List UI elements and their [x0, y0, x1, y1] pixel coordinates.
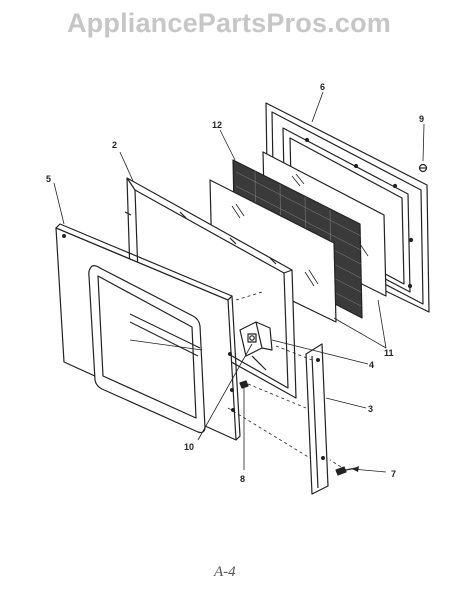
callout-2: 2: [112, 140, 117, 150]
callout-11: 11: [384, 348, 394, 358]
part-10-latch-bracket: [239, 321, 273, 371]
part-5-outer-door: [55, 223, 241, 441]
part-3-side-trim: [305, 343, 329, 495]
alignment-lines: [227, 291, 347, 471]
callout-5: 5: [46, 174, 51, 184]
callout-8: 8: [240, 474, 245, 484]
callout-4: 4: [369, 360, 374, 370]
part-7-screw: [335, 466, 357, 476]
part-9-screw: [418, 163, 428, 173]
callout-7: 7: [391, 469, 396, 479]
callout-9: 9: [419, 114, 424, 124]
callout-10: 10: [184, 442, 194, 452]
callout-12: 12: [212, 120, 222, 130]
leader-lines: [53, 91, 425, 473]
part-8-screw: [239, 380, 249, 389]
callout-3: 3: [368, 404, 373, 414]
watermark: AppliancePartsPros.com: [66, 8, 391, 38]
page-identifier: A-4: [214, 564, 236, 580]
callout-6: 6: [320, 82, 325, 92]
